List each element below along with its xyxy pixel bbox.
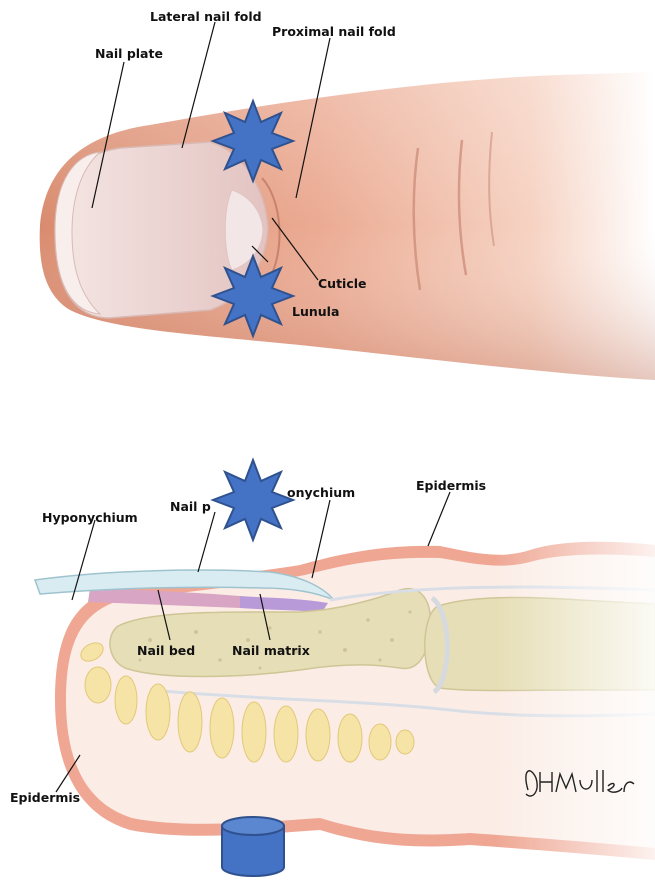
nail-plate-section-leader: [198, 512, 215, 572]
label-eponychium-partial: onychium: [287, 485, 355, 500]
star-shape-1[interactable]: [213, 101, 293, 181]
star-shape-3[interactable]: [213, 460, 293, 540]
label-nail-plate-partial: Nail p: [170, 499, 211, 514]
label-proximal-nail-fold: Proximal nail fold: [272, 24, 396, 39]
label-lunula: Lunula: [292, 304, 339, 319]
label-epidermis-bottom: Epidermis: [10, 790, 80, 805]
label-nail-matrix: Nail matrix: [232, 643, 310, 658]
label-nail-bed: Nail bed: [137, 643, 195, 658]
star-shape-2[interactable]: [213, 256, 293, 336]
finger-illustration: [40, 72, 655, 380]
cylinder-shape[interactable]: [222, 817, 284, 876]
label-epidermis-top: Epidermis: [416, 478, 486, 493]
cross-section-illustration: [35, 535, 655, 865]
label-lateral-nail-fold: Lateral nail fold: [150, 9, 262, 24]
label-cuticle: Cuticle: [318, 276, 367, 291]
label-nail-plate: Nail plate: [95, 46, 163, 61]
label-hyponychium: Hyponychium: [42, 510, 138, 525]
